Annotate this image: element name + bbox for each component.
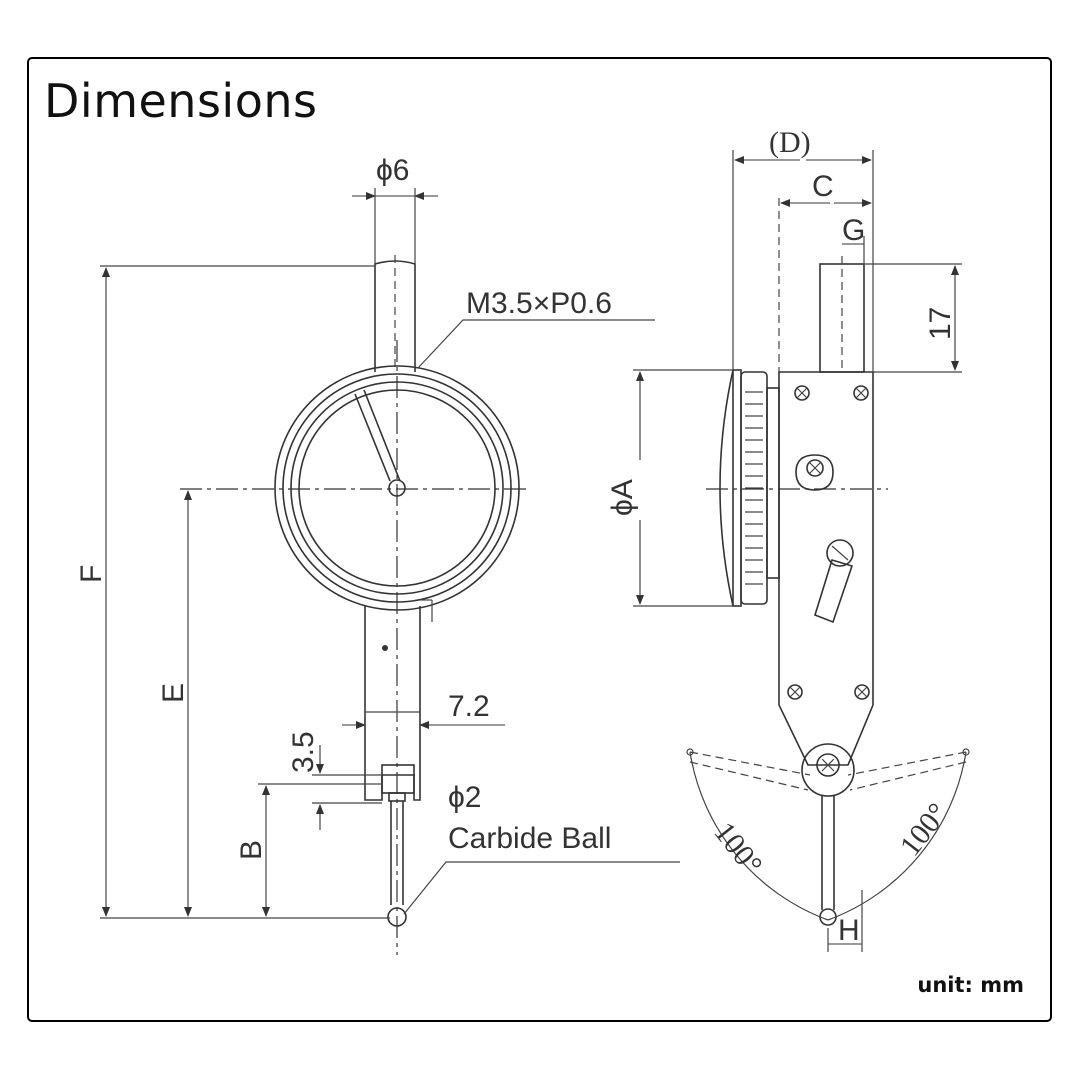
- side-body: [778, 256, 874, 926]
- dim-thread: M3.5×P0.6: [417, 287, 655, 369]
- side-view: 100° 100° (D) C G: [606, 126, 970, 952]
- label-thread: M3.5×P0.6: [466, 287, 612, 320]
- side-dial: [719, 369, 780, 607]
- label-phiA: ϕA: [606, 479, 639, 516]
- label-H: H: [838, 914, 860, 947]
- label-C: C: [812, 170, 834, 203]
- label-E: E: [157, 683, 190, 703]
- label-D: (D): [769, 126, 811, 159]
- dim-17: 17: [864, 263, 962, 373]
- dim-G: G: [842, 214, 865, 264]
- label-phi2: ϕ2: [448, 781, 482, 814]
- dim-phi6: ϕ6: [352, 154, 438, 264]
- label-B: B: [235, 840, 268, 860]
- screw-bottom-left: [787, 684, 803, 700]
- screw-top-left: [794, 385, 810, 401]
- dim-B: B: [235, 783, 382, 917]
- dim-C: C: [780, 170, 872, 207]
- dim-D: (D): [732, 126, 874, 372]
- label-G: G: [842, 214, 865, 247]
- lever: [814, 539, 854, 624]
- front-view: ϕ6 M3.5×P0.6 F E B: [75, 154, 680, 955]
- dim-3-5: 3.5: [287, 731, 382, 830]
- screw-mid: [795, 454, 834, 491]
- label-angle-right: 100°: [894, 797, 955, 862]
- swing-range: 100° 100°: [686, 748, 970, 921]
- screw-bottom-right: [854, 684, 870, 700]
- label-carbide-ball: Carbide Ball: [448, 822, 611, 855]
- dim-H: H: [827, 890, 863, 952]
- dim-7-2: 7.2: [342, 690, 505, 729]
- unit-note: unit: mm: [917, 973, 1024, 997]
- dim-E: E: [157, 490, 192, 917]
- label-7-2: 7.2: [448, 690, 490, 723]
- diagram-frame: [27, 57, 1052, 1022]
- label-3-5: 3.5: [287, 731, 320, 773]
- dim-F: F: [75, 265, 390, 919]
- label-F: F: [75, 565, 108, 583]
- dim-carbide-ball: ϕ2 Carbide Ball: [403, 781, 680, 915]
- label-phi6: ϕ6: [376, 154, 410, 187]
- front-stem: [374, 255, 416, 372]
- screw-top-right: [853, 385, 869, 401]
- label-17: 17: [924, 307, 957, 340]
- dim-phiA: ϕA: [606, 369, 741, 607]
- dial-pointer: [354, 389, 401, 482]
- page-title: Dimensions: [44, 74, 318, 128]
- front-body: [364, 599, 433, 927]
